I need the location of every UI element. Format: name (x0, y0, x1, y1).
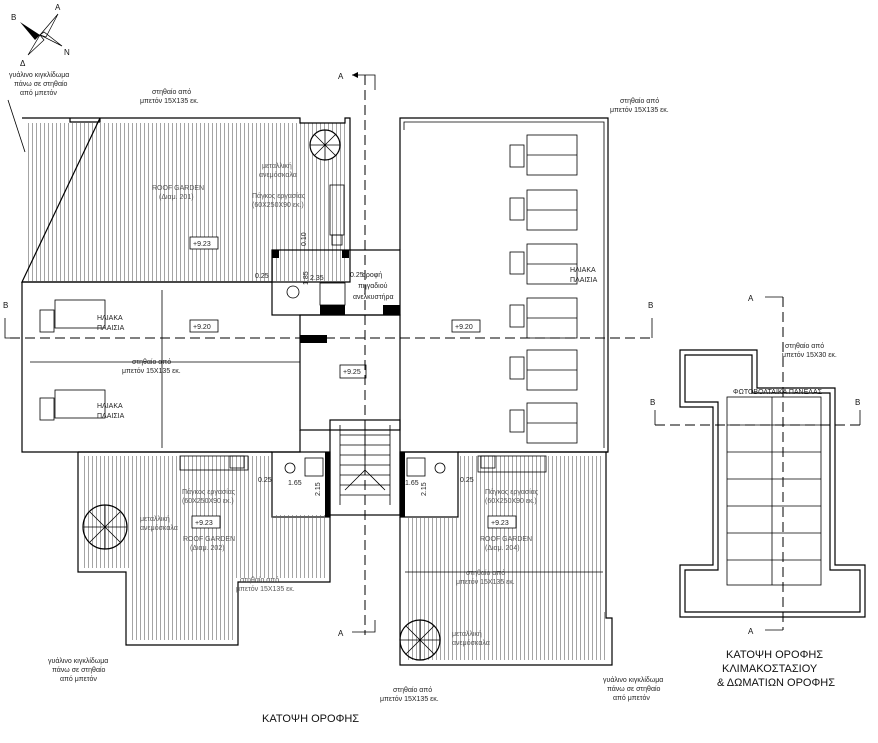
annotation-text: μεταλλική (140, 516, 170, 523)
main-plan-title: ΚΑΤΟΨΗ ΟΡΟΦΗΣ (262, 713, 359, 725)
annotation-text: (60X250X90 εκ.) (182, 498, 234, 505)
annotation-text: μπετόν 15X135 εκ. (236, 585, 295, 593)
annotation-text: B (650, 398, 655, 407)
annotation-text: στηθαίο από (620, 97, 659, 105)
section-line-b: B B (3, 301, 653, 339)
stairwell-roof-plan: A A B B στηθαίο από μπετόν 15X30 εκ. ΦΩΤ… (650, 294, 866, 689)
level-corridor: +9.25 (343, 369, 361, 376)
annotation-text: ΗΛΙΑΚΑ (97, 403, 123, 410)
annotation-text: πάνω σε στηθαίο (52, 666, 106, 674)
roof-garden-201 (21, 117, 351, 283)
annotation-text: γυάλινο κιγκλίδωμα (48, 657, 108, 665)
section-line-a: A A (338, 72, 376, 638)
annotation-text: ανεμόσκαλα (140, 524, 178, 532)
dimension-text: 2.15 (421, 482, 428, 496)
annotation-text: στηθαίο από (466, 569, 505, 577)
annotation-text: γυάλινο κιγκλίδωμα (603, 676, 663, 684)
annotation-text: (60X250X90 εκ.) (485, 498, 537, 505)
annotation-text: ΠΛΑΙΣΙΑ (97, 325, 125, 332)
annotation-text: μπετόν 15X135 εκ. (456, 578, 515, 586)
annotation-text: ΠΛΑΙΣΙΑ (570, 277, 598, 284)
annotation-text: από μπετόν (20, 89, 57, 97)
section-label: B (3, 301, 8, 310)
core-block: +9.25 (271, 249, 459, 518)
dimension-text: 0.10 (301, 232, 308, 246)
compass-label: N (64, 48, 70, 57)
annotation-text: στηθαίο από (393, 686, 432, 694)
annotation-text: μπετόν 15X30 εκ. (782, 351, 837, 359)
annotation-text: από μπετόν (60, 675, 97, 683)
compass-label: A (55, 3, 61, 12)
annotation-text: 0.25 (350, 272, 364, 279)
annotation-text: οροφή (362, 272, 382, 279)
annotations: γυάλινο κιγκλίδωμα πάνω σε στηθαίο από μ… (7, 71, 669, 703)
annotation-text: 1.65 (405, 480, 419, 487)
pv-panels-label: ΦΩΤΟΒΟΛΤΑΪΚΑ ΠΑΝΕΛΑΣ (733, 388, 823, 396)
annotation-text: 0.25 (255, 273, 269, 280)
annotation-text: B (855, 398, 860, 407)
annotation-text: ΗΛΙΑΚΑ (97, 315, 123, 322)
annotation-text: πηγαδιού (358, 282, 388, 290)
annotation-text: μπετόν 15X135 εκ. (610, 106, 669, 114)
annotation-text: μεταλλική (452, 631, 482, 638)
annotation-text: ROOF GARDEN (183, 536, 235, 543)
annotation-text: (Διαμ. 204) (485, 545, 520, 552)
secondary-title: ΚΛΙΜΑΚΟΣΤΑΣΙΟΥ (722, 663, 818, 675)
annotation-text: A (748, 627, 754, 636)
annotation-text: Πάγκος εργασίας (252, 192, 306, 200)
solar-panels (509, 134, 578, 444)
spiral-stair-icon (309, 129, 341, 161)
annotation-text: +9.23 (491, 520, 509, 527)
section-label: A (338, 629, 344, 638)
annotation-text: (Διαμ. 201) (159, 194, 194, 201)
annotation-text: ROOF GARDEN (480, 536, 532, 543)
secondary-title: & ΔΩΜΑΤΙΩΝ ΟΡΟΦΗΣ (717, 677, 835, 689)
spiral-stair-icon (399, 619, 441, 661)
compass-label: Δ (20, 59, 26, 68)
annotation-text: ΗΛΙΑΚΑ (570, 267, 596, 274)
annotation-text: μεταλλική (262, 163, 292, 170)
north-arrow-icon: A B N Δ (11, 3, 70, 68)
annotation-text: πάνω σε στηθαίο (14, 80, 68, 88)
annotation-text: μπετόν 15X135 εκ. (140, 97, 199, 105)
annotation-text: στηθαίο από (152, 88, 191, 96)
annotation-text: 2.35 (310, 275, 324, 282)
annotation-text: μπετόν 15X135 εκ. (122, 367, 181, 375)
section-label: B (648, 301, 653, 310)
annotation-text: Πάγκος εργασίας (182, 488, 236, 496)
annotation-text: ανεμόσκαλα (259, 171, 297, 179)
annotation-text: +9.23 (195, 520, 213, 527)
roof-garden-202 (77, 451, 331, 646)
annotation-text: 1.65 (288, 480, 302, 487)
annotation-text: πάνω σε στηθαίο (607, 685, 661, 693)
roof-garden-204 (399, 451, 613, 666)
annotation-text: 0.25 (258, 477, 272, 484)
annotation-text: γυάλινο κιγκλίδωμα (9, 71, 69, 79)
terrace-left (21, 281, 301, 453)
annotation-text: στηθαίο από (240, 576, 279, 584)
annotation-text: (60X250X90 εκ.) (252, 202, 304, 209)
compass-label: B (11, 13, 16, 22)
section-label: A (338, 72, 344, 81)
annotation-text: Πάγκος εργασίας (485, 488, 539, 496)
annotation-text: A (748, 294, 754, 303)
annotation-text: ανελκυστήρα (353, 294, 394, 301)
annotation-text: (Διαμ. 202) (190, 545, 225, 552)
dimension-text: 2.15 (315, 482, 322, 496)
annotation-text: μπετόν 15X135 εκ. (380, 695, 439, 703)
spiral-stair-icon (82, 504, 128, 550)
dimension-text: 1.85 (303, 271, 310, 285)
annotation-text: +9.23 (193, 241, 211, 248)
annotation-text: στηθαίο από (785, 342, 824, 350)
annotation-text: ROOF GARDEN (152, 185, 204, 192)
annotation-text: στηθαίο από (132, 358, 171, 366)
annotation-text: ΠΛΑΙΣΙΑ (97, 413, 125, 420)
annotation-text: +9.20 (193, 324, 211, 331)
annotation-text: 0.25 (460, 477, 474, 484)
secondary-title: ΚΑΤΟΨΗ ΟΡΟΦΗΣ (726, 649, 823, 661)
annotation-text: ανεμόσκαλα (452, 639, 490, 647)
annotation-text: από μπετόν (613, 694, 650, 702)
annotation-text: +9.20 (455, 324, 473, 331)
